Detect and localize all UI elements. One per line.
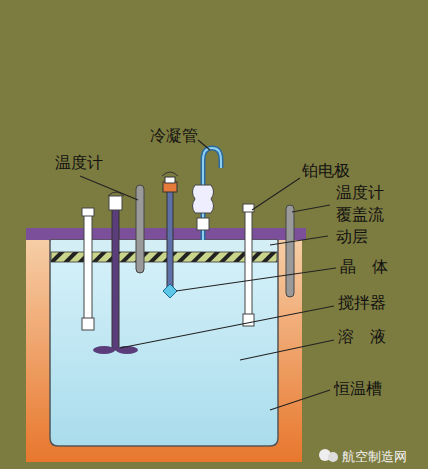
part-label: 溶液 bbox=[338, 326, 402, 348]
bath bbox=[26, 236, 302, 462]
part-label: 温度计 bbox=[55, 152, 103, 174]
part-label: 晶体 bbox=[340, 256, 404, 278]
watermark: 航空制造网 bbox=[342, 448, 407, 466]
part-label: 冷凝管 bbox=[150, 125, 198, 147]
part-label: 铂电极 bbox=[302, 160, 350, 182]
part-label: 恒温槽 bbox=[334, 378, 382, 400]
part-label: 搅拌器 bbox=[338, 292, 386, 314]
part-label: 覆盖流动层 bbox=[336, 204, 390, 249]
lid bbox=[26, 228, 306, 240]
part-label: 温度计 bbox=[336, 182, 384, 204]
